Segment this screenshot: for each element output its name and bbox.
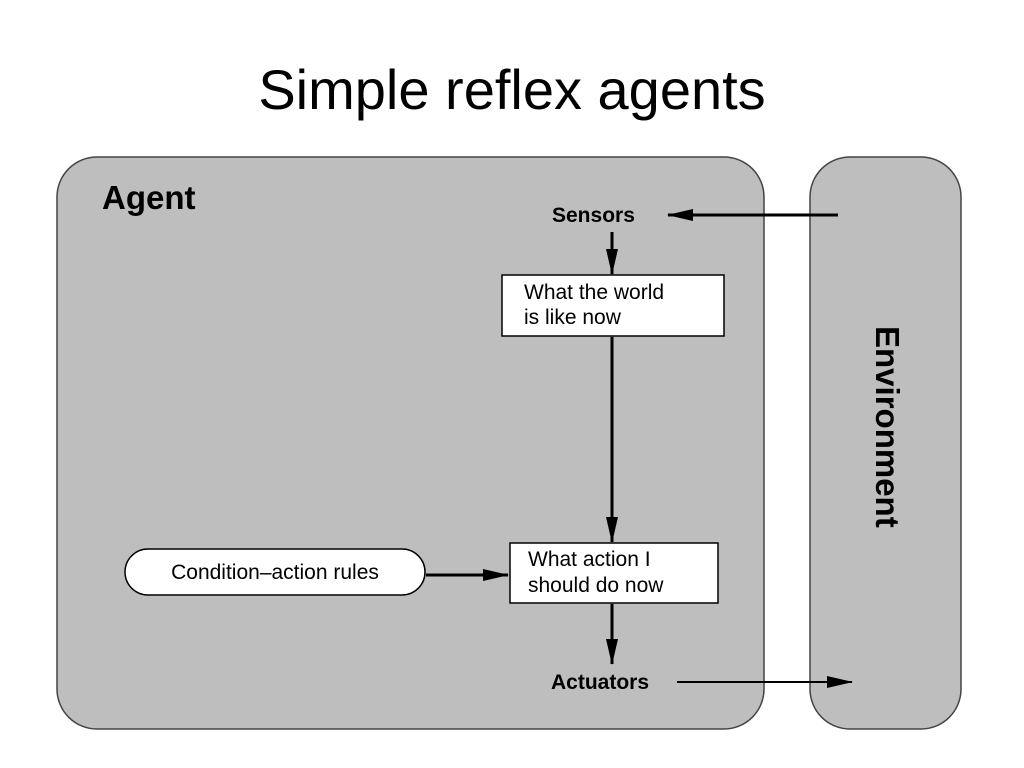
- action-line-2: should do now: [528, 574, 664, 597]
- agent-panel: [56, 156, 765, 730]
- slide-title: Simple reflex agents: [258, 58, 766, 121]
- rules-label: Condition–action rules: [171, 561, 379, 584]
- world-state-line-1: What the world: [524, 281, 664, 304]
- action-line-1: What action I: [528, 548, 651, 571]
- environment-panel: [809, 156, 962, 730]
- agent-label: Agent: [102, 179, 196, 216]
- rules-oval: [124, 548, 426, 596]
- world-state-box: [501, 274, 725, 337]
- sensors-label: Sensors: [552, 204, 635, 227]
- environment-label: Environment: [869, 326, 906, 528]
- actuators-label: Actuators: [551, 671, 649, 694]
- action-box: [509, 542, 719, 604]
- world-state-line-2: is like now: [524, 306, 622, 329]
